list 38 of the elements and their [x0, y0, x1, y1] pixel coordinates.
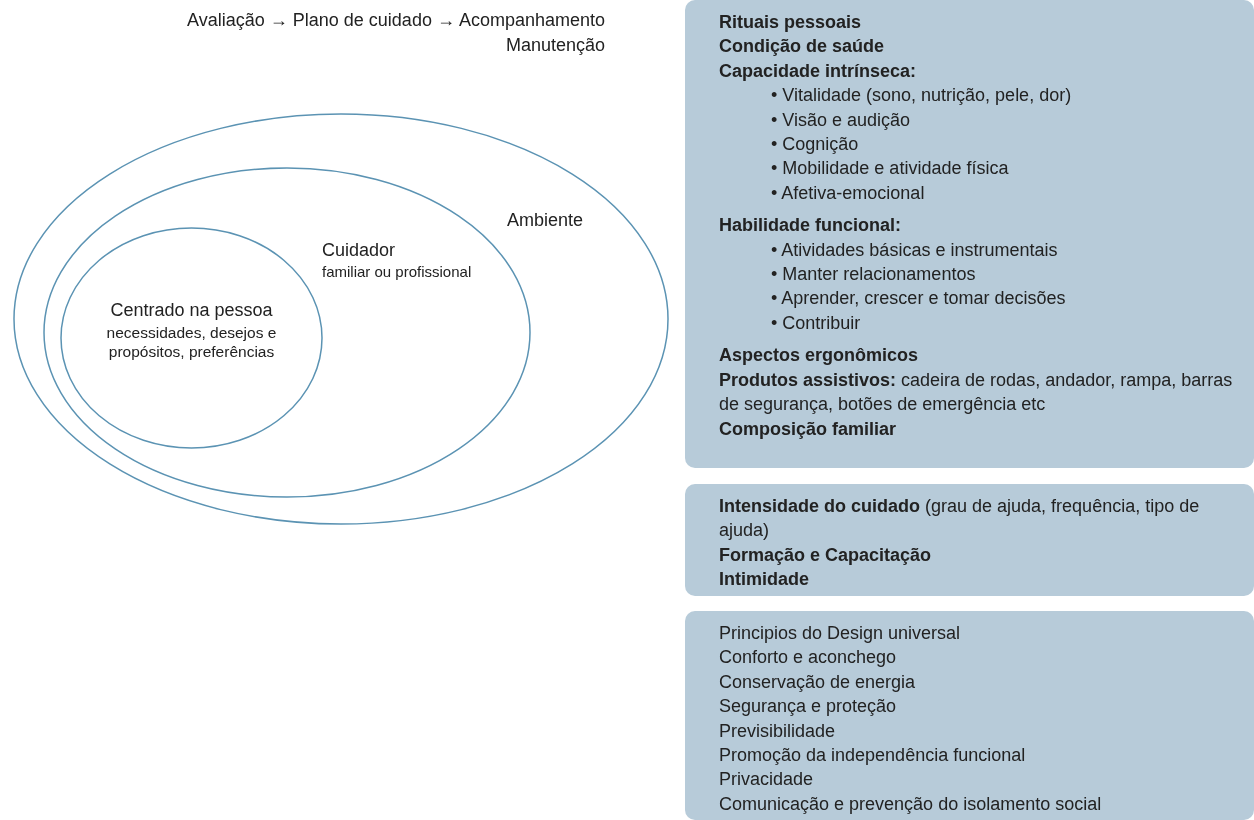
- ellipse-region: [13, 113, 669, 525]
- bullet-item: • Visão e audição: [770, 108, 912, 132]
- bullet-item: • Contribuir: [770, 311, 862, 335]
- body-text: Comunicação e prevenção do isolamento social: [719, 792, 1103, 816]
- heading-text: Aspectos ergonômicos: [719, 344, 920, 368]
- body-text: Intensidade do cuidado (grau de ajuda, frequência, tipo de ajuda): [719, 495, 1201, 543]
- heading-text: Composição familiar: [719, 417, 898, 441]
- ellipse-title: Centrado na pessoa: [109, 299, 274, 322]
- ellipse-subtitle: necessidades, desejos e propósitos, preferências: [105, 323, 278, 362]
- body-text: Produtos assistivos: cadeira de rodas, andador, rampa, barras de segurança, botões de emergência etc: [719, 368, 1234, 417]
- text-panel: [685, 611, 1254, 820]
- body-text: Promoção da independência funcional: [719, 744, 1027, 768]
- heading-text: Rituais pessoais: [719, 11, 863, 34]
- bullet-item: • Cognição: [770, 133, 860, 157]
- process-steps-text: Avaliação → Plano de cuidado → Acompanhamento Manutenção: [186, 9, 605, 57]
- heading-text: Condição de saúde: [719, 35, 886, 59]
- bullet-item: • Vitalidade (sono, nutrição, pele, dor): [770, 84, 1073, 108]
- text-panel: [685, 0, 1254, 468]
- bullet-item: • Manter relacionamentos: [770, 263, 977, 287]
- body-text: Previsibilidade: [719, 719, 837, 743]
- bullet-item: • Afetiva-emocional: [770, 181, 926, 205]
- heading-text: Formação e Capacitação: [719, 543, 933, 567]
- bullet-item: • Atividades básicas e instrumentais: [770, 238, 1059, 262]
- heading-text: Habilidade funcional:: [719, 214, 902, 238]
- body-text: Principios do Design universal: [719, 622, 962, 645]
- bullet-item: • Aprender, crescer e tomar decisões: [770, 287, 1067, 311]
- ellipse-region: [60, 227, 323, 449]
- body-text: Segurança e proteção: [719, 695, 898, 719]
- bullet-item: • Mobilidade e atividade física: [770, 157, 1010, 181]
- heading-text: Intimidade: [719, 568, 810, 592]
- ellipse-title: Cuidador: [322, 239, 397, 262]
- ellipse-subtitle: familiar ou profissional: [322, 263, 473, 282]
- body-text: Conservação de energia: [719, 670, 917, 694]
- text-panel: [685, 484, 1254, 596]
- body-text: Conforto e aconchego: [719, 646, 898, 670]
- body-text: Privacidade: [719, 768, 815, 792]
- heading-text: Capacidade intrínseca:: [719, 59, 918, 83]
- ellipse-title: Ambiente: [507, 209, 585, 232]
